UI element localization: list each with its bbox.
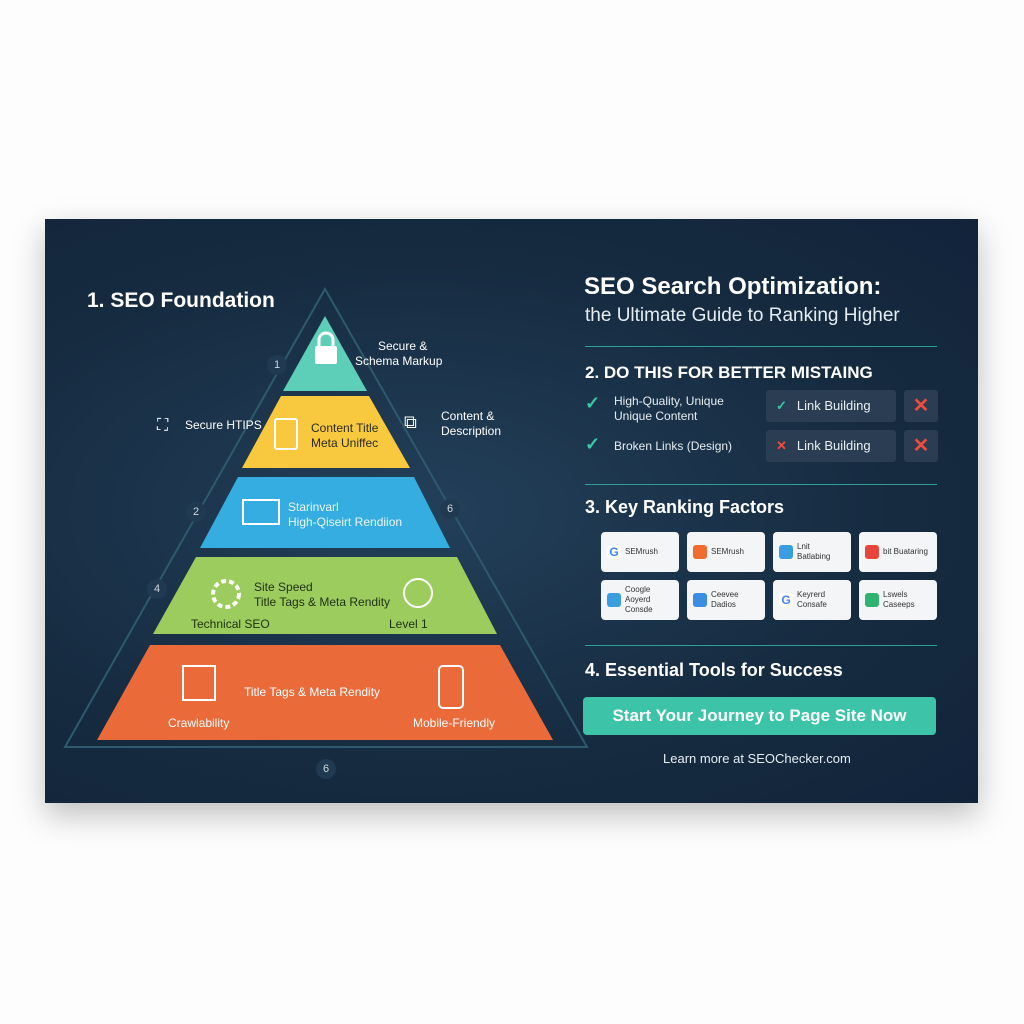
brain-icon [403,578,433,608]
tier-5-right-label: Mobile-Friendly [413,716,496,730]
do-item: Broken Links (Design) [614,439,733,453]
divider [585,346,937,347]
tool-label: bit Buataring [883,547,928,556]
google-icon: G [607,545,621,559]
tool-label: SEMrush [625,547,658,556]
tool-card[interactable]: SEMrush [687,532,765,572]
tool-label: Ceevee Dadios [711,590,739,609]
link-building-pill: ✕Link Building [766,430,896,462]
link-icon [779,545,793,559]
tier-4 [153,557,497,634]
link-building-pill: ✓Link Building [766,390,896,422]
pyramid-graphic [63,286,589,748]
google-icon: G [779,593,793,607]
tool-card[interactable]: Lnit Batlabing [773,532,851,572]
section-4-title: 4. Essential Tools for Success [585,660,843,680]
badge-icon [865,545,879,559]
tool-label: Coogle Aoyerd Consde [625,585,653,614]
tool-label: Keyrerd Consafe [797,590,827,609]
side-label-mid-right: Content &Description [441,409,502,438]
side-label-top-right: Secure &Schema Markup [355,339,443,368]
tier-3 [200,477,450,548]
tool-card[interactable]: Lswels Caseeps [859,580,937,620]
footer-link[interactable]: Learn more at SEOChecker.com [663,751,851,766]
divider [585,645,937,646]
step-number: 2 [186,502,206,522]
tier-5-left-label: Crawlability [168,716,230,730]
console-icon [607,593,621,607]
main-title: SEO Search Optimization: [584,273,882,300]
check-icon: ✓ [585,393,601,413]
check-icon: ✓ [585,434,601,454]
smartphone-icon [438,665,464,709]
tier-5-label: Title Tags & Meta Rendity [244,685,381,699]
tier-4-left-label: Technical SEO [191,617,270,631]
document-icon [274,418,298,450]
sitemap-icon: ⛶ [157,417,169,434]
cross-icon: ✕ [904,390,938,422]
tool-label: Lswels Caseeps [883,590,915,609]
tool-label: SEMrush [711,547,744,556]
tier-4-right-label: Level 1 [389,617,428,631]
cross-icon: ✕ [904,430,938,462]
tool-card[interactable]: Ceevee Dadios [687,580,765,620]
tool-card[interactable]: bit Buataring [859,532,937,572]
step-number: 6 [316,759,336,779]
shield-icon [865,593,879,607]
step-number: 6 [440,499,460,519]
side-label-mid-left: Secure HTIPS [185,418,262,432]
step-number: 4 [147,579,167,599]
step-number: 1 [267,355,287,375]
foundation-title: 1. SEO Foundation [87,289,275,312]
start-journey-button[interactable]: Start Your Journey to Page Site Now [583,697,936,735]
gear-icon [211,579,241,609]
divider [585,484,937,485]
book-icon [242,499,280,525]
lock-icon [315,346,337,364]
content-icon: ⧉ [404,412,417,432]
section-2-title: 2. DO THIS FOR BETTER MISTAING [585,363,873,382]
tool-card[interactable]: G Keyrerd Consafe [773,580,851,620]
semrush-icon [693,545,707,559]
tool-card[interactable]: G SEMrush [601,532,679,572]
tool-card[interactable]: Coogle Aoyerd Consde [601,580,679,620]
section-3-title: 3. Key Ranking Factors [585,497,785,517]
tool-label: Lnit Batlabing [797,542,831,561]
server-icon [182,665,216,701]
main-subtitle: the Ultimate Guide to Ranking Higher [585,305,900,326]
chart-icon [693,593,707,607]
